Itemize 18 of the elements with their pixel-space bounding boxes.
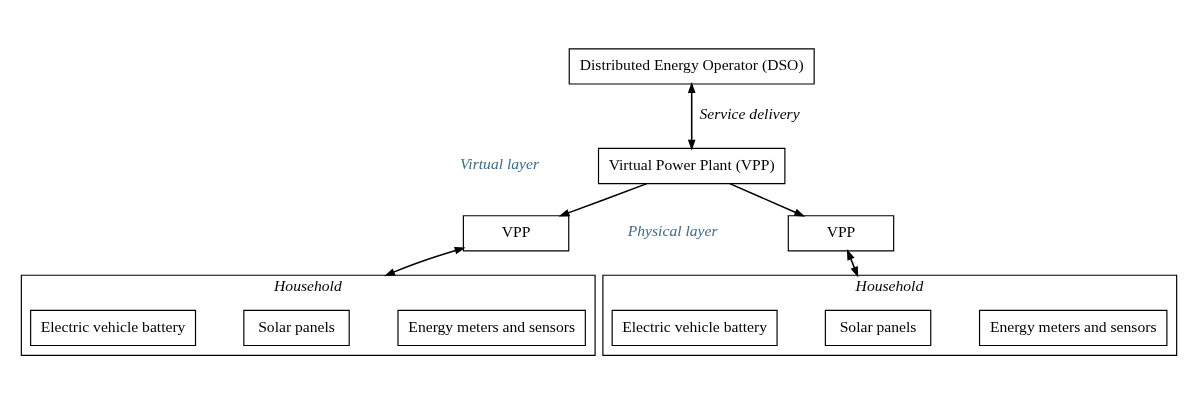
node-box: Solar panels — [243, 309, 350, 347]
label: Virtual layer — [459, 154, 539, 172]
node-box: Electric vehicle battery — [611, 309, 778, 347]
arrow — [728, 182, 806, 217]
node-box: Energy meters and sensors — [978, 309, 1168, 347]
arrow — [687, 82, 696, 151]
arrow — [846, 249, 859, 278]
node-box: Distributed Energy Operator (DSO) — [568, 48, 815, 85]
node-box: Solar panels — [824, 309, 932, 347]
node-box: VPP — [787, 215, 895, 252]
node-box: Virtual Power Plant (VPP) — [597, 147, 786, 185]
arrow — [558, 182, 648, 217]
edge-label: Service delivery — [699, 104, 800, 122]
node-box: VPP — [462, 215, 570, 252]
label: Physical layer — [627, 222, 718, 240]
node-box: Energy meters and sensors — [397, 309, 586, 347]
node-box: Electric vehicle battery — [30, 309, 197, 347]
arrow — [384, 246, 466, 277]
